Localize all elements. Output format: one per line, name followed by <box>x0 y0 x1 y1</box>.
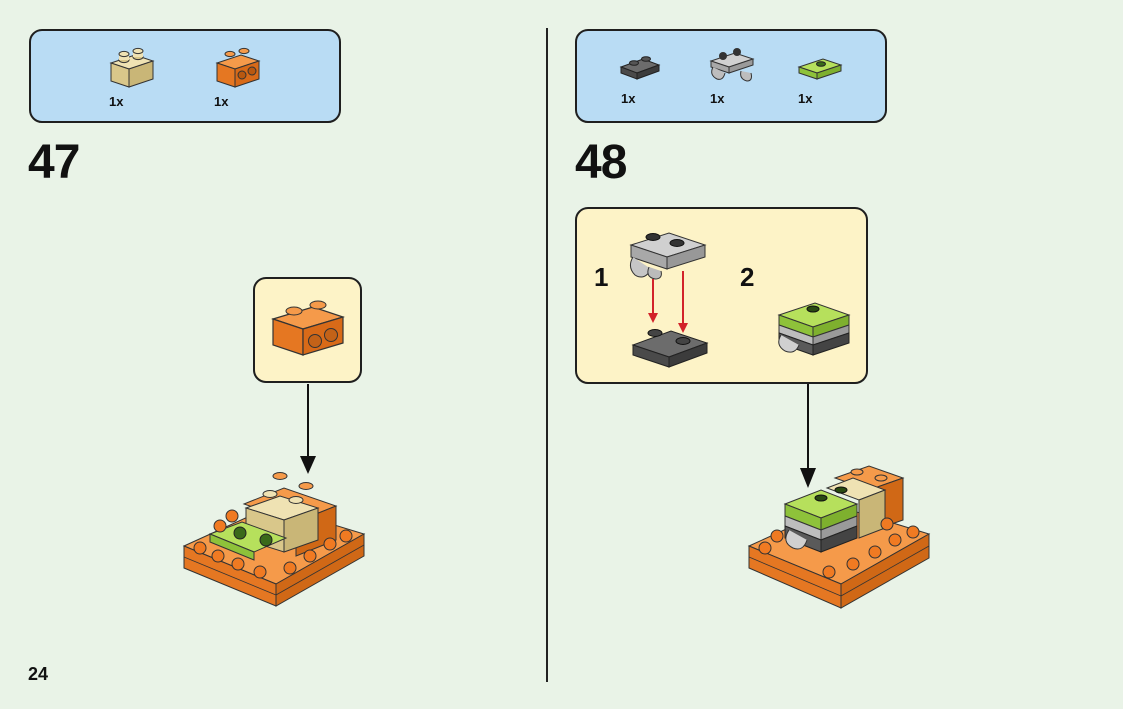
page-divider <box>546 28 548 682</box>
step-47-model-illustration <box>182 472 366 607</box>
orange-brick-callout-icon <box>271 300 345 356</box>
part-qty: 1x <box>214 94 229 109</box>
substep-number-2: 2 <box>740 262 755 292</box>
part-qty: 1x <box>621 91 636 106</box>
light-gray-clip-plate-icon <box>709 48 755 82</box>
step-number-48: 48 <box>575 136 627 189</box>
part-qty: 1x <box>109 94 124 109</box>
substep-1-illustration <box>629 232 709 368</box>
step-47-callout <box>253 277 362 383</box>
page-number: 24 <box>28 664 49 684</box>
tan-brick-1x2-icon <box>109 47 155 88</box>
down-arrow-icon <box>300 384 316 474</box>
parts-list-step-47: 1x 1x <box>29 29 341 123</box>
step-number-47: 47 <box>28 136 80 189</box>
substep-2-illustration <box>777 302 851 356</box>
step-48-callout: 1 2 <box>575 207 868 384</box>
parts-list-step-48: 1x 1x 1x <box>575 29 887 123</box>
dark-gray-plate-1x2-icon <box>619 56 661 80</box>
lime-tile-plate-icon <box>797 58 843 80</box>
orange-brick-1x2-side-studs-icon <box>215 47 261 88</box>
part-qty: 1x <box>710 91 725 106</box>
part-qty: 1x <box>798 91 813 106</box>
step-48-model-illustration <box>747 465 931 609</box>
down-arrow-icon <box>800 384 816 488</box>
substep-number-1: 1 <box>594 262 609 292</box>
